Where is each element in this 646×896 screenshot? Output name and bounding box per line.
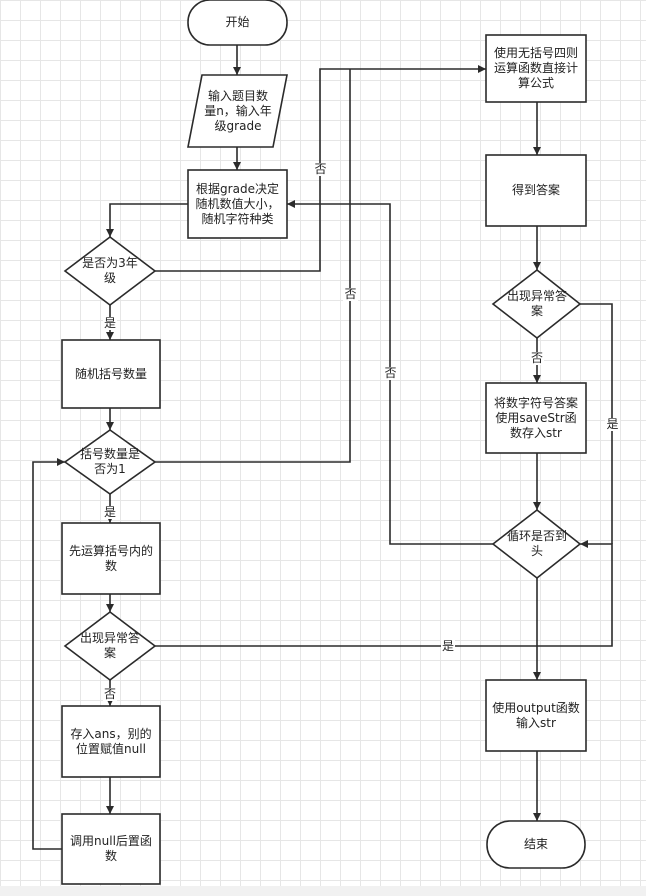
calc-inside-node [61, 522, 161, 595]
abnormal-right-decision [491, 268, 582, 340]
loop-end-decision [491, 508, 582, 580]
yes-abnormal-left-label: 是 [441, 639, 456, 653]
edge-decide-grade3 [106, 203, 188, 237]
bottom-strip [0, 886, 646, 896]
yes-grade3-label: 是 [103, 316, 118, 330]
save-str-node [485, 382, 587, 454]
no-abnormal-left-label: 否 [103, 687, 118, 701]
store-ans-node [61, 705, 161, 778]
no-grade3-label: 否 [313, 162, 328, 176]
decide-range-node [187, 169, 288, 239]
no-brackets-one-label: 否 [343, 287, 358, 301]
input-node [187, 74, 288, 148]
start-node [187, 0, 288, 46]
call-null-node [61, 813, 161, 885]
end-node [486, 820, 586, 869]
no-loop-label: 否 [383, 366, 398, 380]
brackets-is-one-decision [63, 429, 157, 495]
no-abnormal-right-label: 否 [530, 351, 545, 365]
is-grade3-decision [63, 235, 157, 307]
edge-callnull-loop [32, 458, 65, 850]
abnormal-left-decision [63, 610, 157, 682]
edge-abnormal-left-yes [155, 540, 613, 647]
random-brackets-node [61, 339, 161, 409]
get-answer-node [485, 154, 587, 227]
edge-brackets-no [155, 69, 351, 463]
yes-abnormal-right-label: 是 [605, 417, 620, 431]
output-node [485, 679, 587, 752]
edge-abnormal-right-yes [580, 303, 613, 544]
use-formula-node [485, 34, 587, 103]
yes-brackets-one-label: 是 [103, 505, 118, 519]
